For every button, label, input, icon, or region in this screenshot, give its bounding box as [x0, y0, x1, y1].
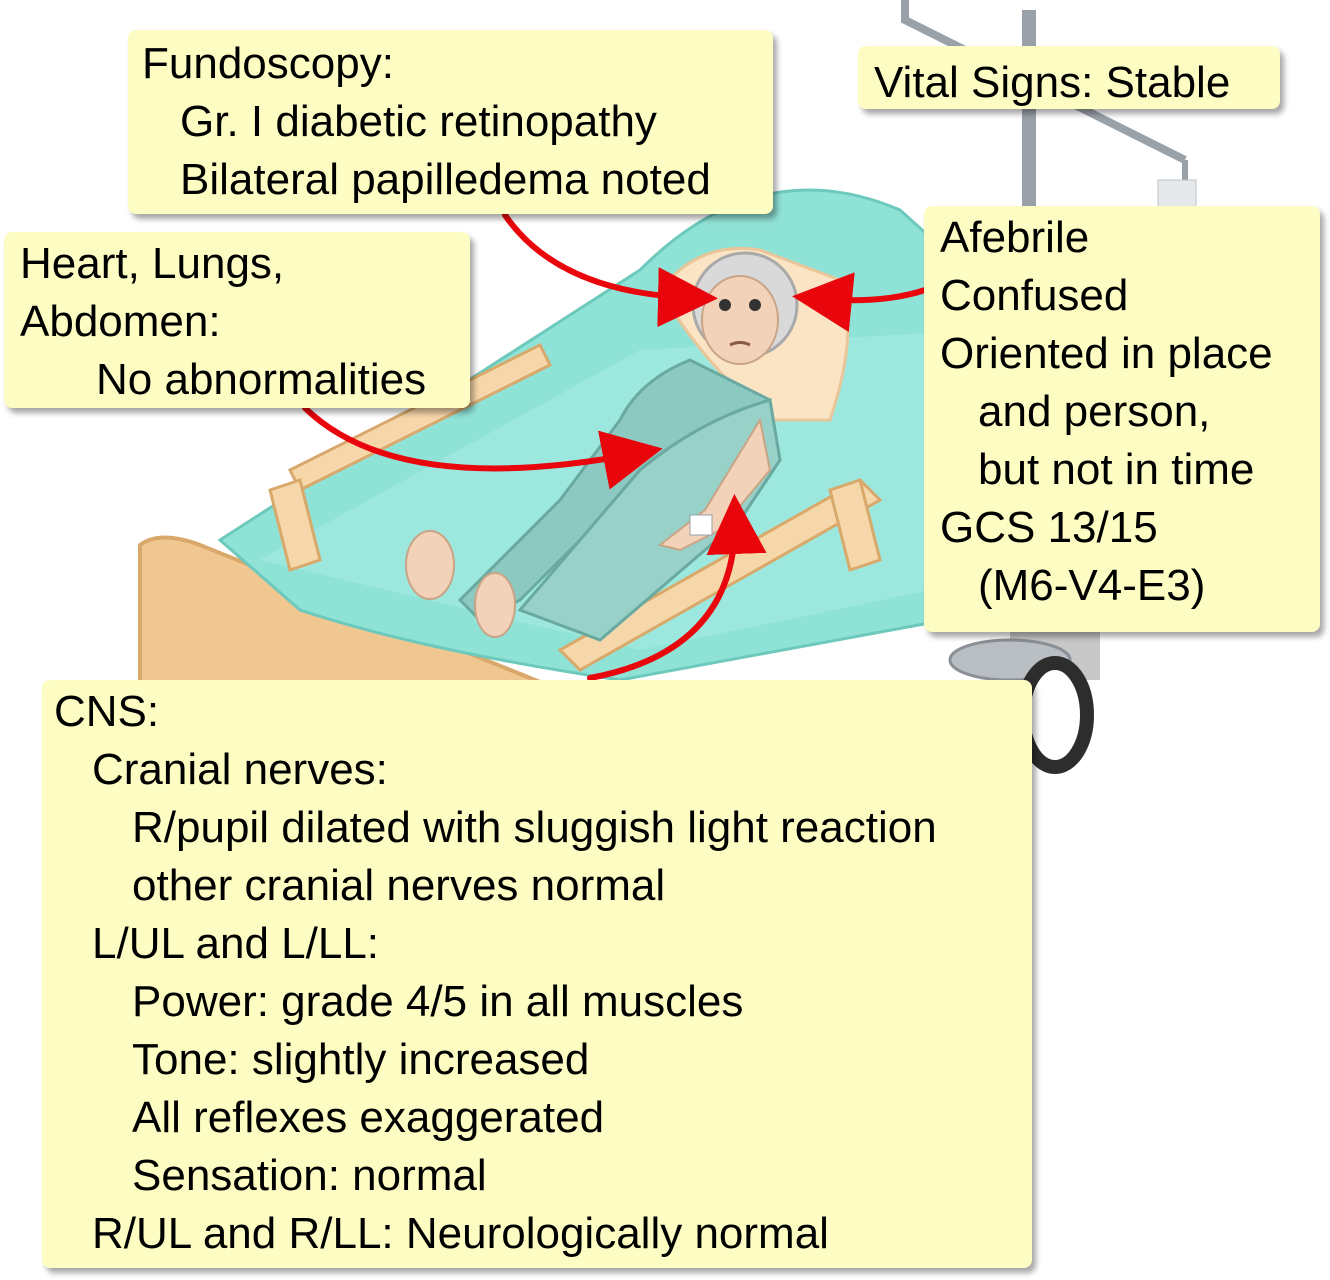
cns-title: CNS: — [54, 687, 160, 736]
fundoscopy-note: Fundoscopy: Gr. I diabetic retinopathy B… — [128, 30, 773, 214]
left-power: Power: grade 4/5 in all muscles — [132, 977, 744, 1026]
right-limbs-finding: R/UL and R/LL: Neurologically normal — [92, 1209, 829, 1258]
gcs-score: GCS 13/15 — [940, 503, 1158, 552]
vital-signs-text: Vital Signs: Stable — [874, 58, 1231, 107]
gcs-detail: (M6-V4-E3) — [978, 561, 1206, 610]
arrow-fundoscopy-to-eyes — [502, 212, 718, 328]
fundoscopy-title: Fundoscopy: — [142, 39, 394, 88]
hla-finding: No abnormalities — [96, 355, 427, 404]
left-sensation: Sensation: normal — [132, 1151, 487, 1200]
oriented-line-3: but not in time — [978, 445, 1255, 494]
fundoscopy-line-2: Bilateral papilledema noted — [180, 155, 711, 204]
arrow-cns-to-arm — [587, 494, 767, 681]
confused-text: Confused — [940, 271, 1129, 320]
cranial-finding-2: other cranial nerves normal — [132, 861, 666, 910]
oriented-line-1: Oriented in place — [940, 329, 1273, 378]
fundoscopy-line-1: Gr. I diabetic retinopathy — [180, 97, 657, 146]
arrow-hla-to-abdomen — [302, 405, 663, 490]
general-findings-note: Afebrile Confused Oriented in place and … — [924, 206, 1320, 632]
cranial-nerves-title: Cranial nerves: — [92, 745, 388, 794]
bed-wheel-icon — [1016, 656, 1094, 774]
annotation-arrows — [302, 212, 928, 681]
cns-note: CNS: Cranial nerves: R/pupil dilated wit… — [42, 680, 1032, 1268]
arrow-general-to-head — [792, 272, 928, 333]
left-tone: Tone: slightly increased — [132, 1035, 590, 1084]
hla-title-line-1: Heart, Lungs, — [20, 239, 285, 288]
left-reflexes: All reflexes exaggerated — [132, 1093, 605, 1142]
left-limbs-title: L/UL and L/LL: — [92, 919, 380, 968]
oriented-line-2: and person, — [978, 387, 1211, 436]
afebrile-text: Afebrile — [940, 213, 1090, 262]
cranial-finding-1: R/pupil dilated with sluggish light reac… — [132, 803, 937, 852]
heart-lungs-abdomen-note: Heart, Lungs, Abdomen: No abnormalities — [4, 232, 470, 408]
hla-title-line-2: Abdomen: — [20, 297, 221, 346]
vital-signs-note: Vital Signs: Stable — [858, 46, 1280, 109]
